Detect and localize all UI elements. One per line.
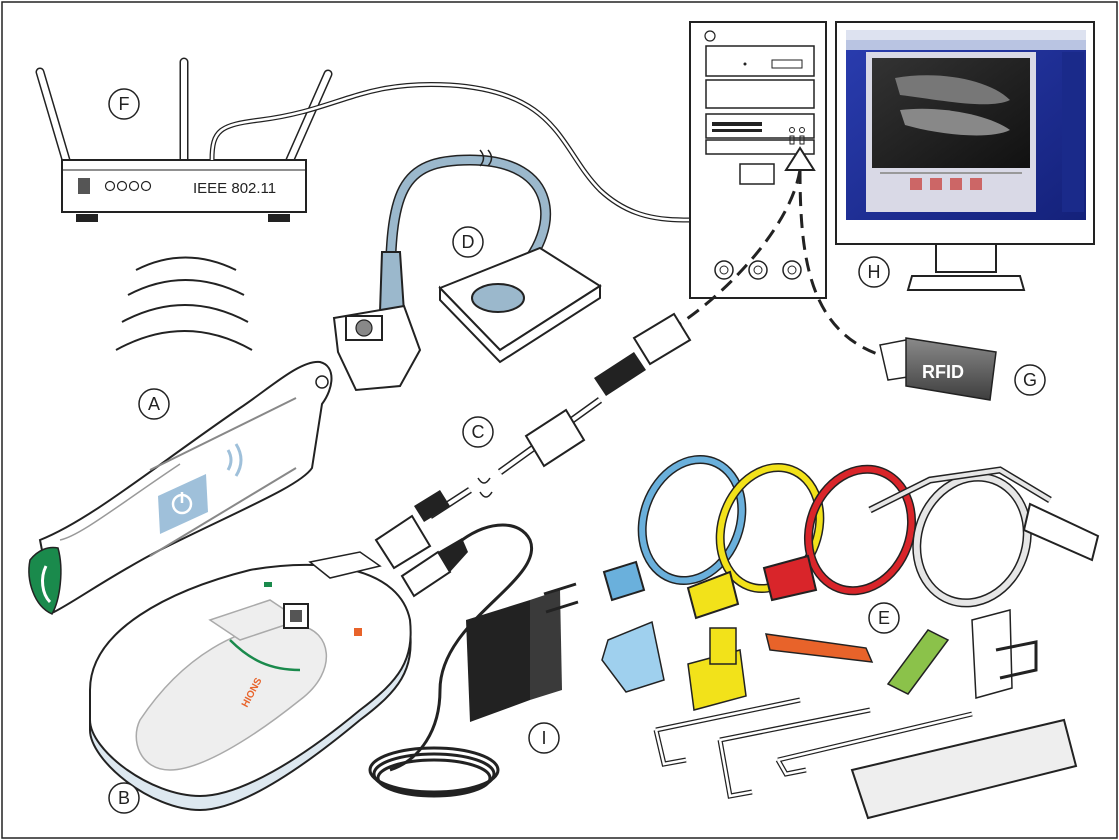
callout-f-label: F bbox=[119, 94, 130, 114]
power-supply-i bbox=[368, 523, 579, 798]
monitor bbox=[835, 21, 1095, 291]
callout-d: D bbox=[452, 226, 484, 258]
callout-e: E bbox=[868, 602, 900, 634]
router-standard-label: IEEE 802.11 bbox=[193, 180, 276, 197]
wired-sensor-reader bbox=[332, 149, 602, 392]
wireless-signal-icon bbox=[115, 256, 253, 351]
callout-a-label: A bbox=[148, 394, 160, 414]
callout-b: B bbox=[108, 782, 140, 814]
callout-d-label: D bbox=[462, 232, 475, 252]
callout-a: A bbox=[138, 388, 170, 420]
callout-i: I bbox=[528, 722, 560, 754]
rfid-stick-label: RFID bbox=[922, 362, 964, 382]
callout-e-label: E bbox=[878, 608, 890, 628]
callout-h: H bbox=[858, 256, 890, 288]
callout-i-label: I bbox=[541, 728, 546, 748]
callout-g-label: G bbox=[1023, 370, 1037, 390]
callout-h-label: H bbox=[868, 262, 881, 282]
rfid-dashed-link bbox=[798, 169, 881, 357]
usb-cable bbox=[374, 312, 692, 570]
sensor-holders-e bbox=[601, 454, 1100, 820]
callout-f: F bbox=[108, 88, 140, 120]
callout-c-label: C bbox=[472, 422, 485, 442]
usb-dashed-link bbox=[669, 169, 802, 332]
wireless-sensor-a bbox=[28, 360, 333, 615]
base-station-b: HIONS bbox=[89, 551, 412, 812]
rfid-usb-stick: RFID bbox=[879, 337, 997, 401]
callout-b-label: B bbox=[118, 788, 130, 808]
callout-c: C bbox=[462, 416, 494, 448]
wifi-router: IEEE 802.11 bbox=[35, 57, 333, 222]
pc-tower bbox=[689, 21, 827, 299]
callout-g: G bbox=[1014, 364, 1046, 396]
